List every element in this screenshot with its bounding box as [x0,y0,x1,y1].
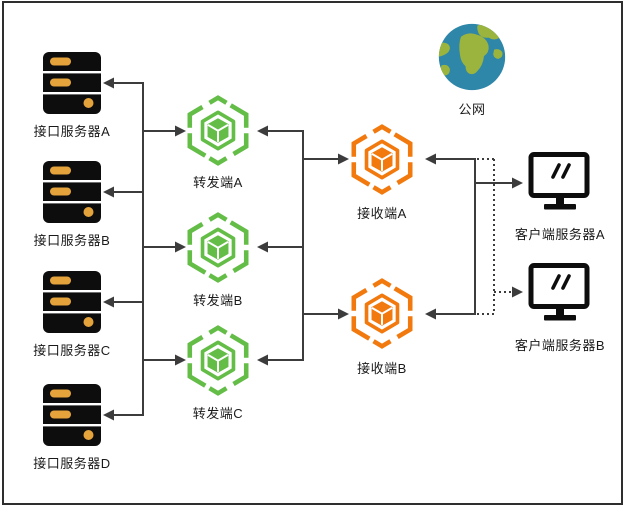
interface-server-d-icon [43,384,101,446]
forwarder-b-label: 转发端B [193,293,243,308]
diagram-border [2,1,623,505]
right-bus-line [436,158,512,315]
interface-server-c-icon [43,271,101,333]
forwarder-a-label: 转发端A [193,175,243,190]
client-server-a-icon [528,152,592,212]
receiver-a-label: 接收端A [357,206,407,221]
interface-server-a-label: 接口服务器A [33,124,111,139]
interface-server-a-icon [43,52,101,114]
client-server-a-label: 客户端服务器A [514,227,606,242]
interface-server-d-label: 接口服务器D [33,456,111,471]
client-server-b-label: 客户端服务器B [514,338,606,353]
interface-server-b-icon [43,161,101,223]
forwarder-c-icon [186,325,250,396]
forwarder-a-icon [186,95,250,166]
public-network-globe-icon [437,22,507,92]
left-bus-line [114,82,175,416]
forwarder-c-label: 转发端C [192,406,244,421]
middle-bus-line [268,130,338,361]
receiver-a-icon [350,124,414,195]
interface-server-c-label: 接口服务器C [33,343,111,358]
public-network-label: 公网 [458,102,486,117]
interface-server-b-label: 接口服务器B [33,233,111,248]
receiver-b-label: 接收端B [357,361,407,376]
arrowheads-right [175,125,523,366]
arrowheads-left [103,77,436,421]
client-server-b-icon [528,263,592,323]
forwarder-b-icon [186,212,250,283]
receiver-b-icon [350,278,414,349]
